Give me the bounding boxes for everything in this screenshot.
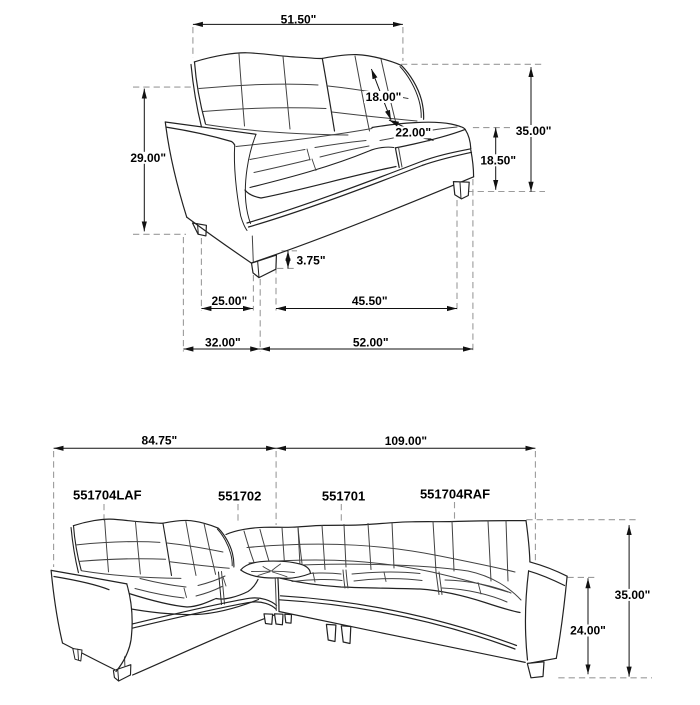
svg-text:551702: 551702	[218, 489, 261, 504]
svg-text:18.50": 18.50"	[480, 153, 516, 167]
svg-text:52.00": 52.00"	[353, 335, 389, 349]
svg-text:3.75": 3.75"	[296, 254, 325, 268]
svg-text:51.50": 51.50"	[281, 12, 317, 26]
svg-text:45.50": 45.50"	[352, 294, 388, 308]
svg-text:109.00": 109.00"	[385, 434, 427, 448]
svg-text:22.00": 22.00"	[395, 125, 431, 139]
svg-text:25.00": 25.00"	[211, 294, 247, 308]
svg-text:18.00": 18.00"	[366, 90, 402, 104]
svg-text:32.00": 32.00"	[205, 335, 241, 349]
svg-text:24.00": 24.00"	[570, 624, 606, 638]
svg-text:551704LAF: 551704LAF	[73, 488, 142, 503]
svg-text:84.75": 84.75"	[142, 433, 178, 447]
svg-text:35.00": 35.00"	[516, 124, 552, 138]
svg-text:35.00": 35.00"	[615, 588, 651, 602]
svg-text:551704RAF: 551704RAF	[420, 487, 490, 502]
svg-text:29.00": 29.00"	[130, 151, 166, 165]
svg-text:551701: 551701	[322, 489, 365, 504]
